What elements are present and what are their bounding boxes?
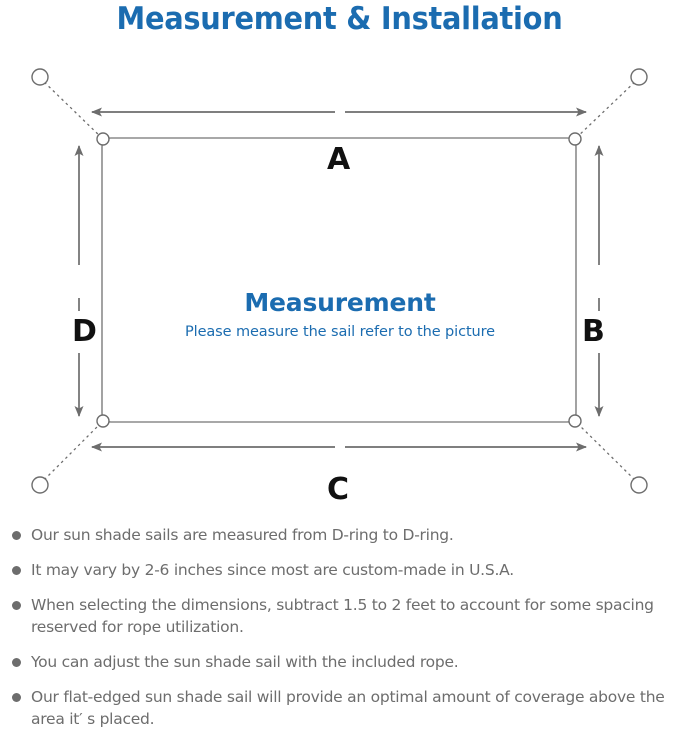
dimension-label-d: D [68, 311, 101, 353]
bullet-icon [12, 658, 21, 667]
bullet-icon [12, 693, 21, 702]
sail-center-subtitle: Please measure the sail refer to the pic… [185, 324, 495, 340]
rope-bottom-left [39, 420, 104, 485]
page-title: Measurement & Installation [116, 1, 563, 37]
list-item: Our sun shade sails are measured from D-… [0, 524, 679, 546]
list-item-text: When selecting the dimensions, subtract … [31, 596, 654, 636]
rope-bottom-right [574, 420, 640, 485]
dimension-label-c: C [318, 475, 359, 505]
list-item: When selecting the dimensions, subtract … [0, 594, 679, 638]
anchor-point-bottom-left [31, 476, 49, 494]
anchor-point-bottom-right [630, 476, 648, 494]
diagram-canvas [31, 68, 648, 494]
d-ring-top-left [96, 132, 110, 146]
rope-top-right [574, 77, 640, 140]
sail-measurement-diagram: A B C D Measurement Please measure the s… [0, 50, 679, 510]
list-item-text: Our flat-edged sun shade sail will provi… [31, 688, 665, 728]
anchor-point-top-left [31, 68, 49, 86]
rope-top-left [39, 77, 104, 140]
bullet-icon [12, 566, 21, 575]
list-item: Our flat-edged sun shade sail will provi… [0, 686, 679, 730]
d-ring-bottom-left [96, 414, 110, 428]
notes-list: Our sun shade sails are measured from D-… [0, 524, 679, 743]
d-ring-bottom-right [568, 414, 582, 428]
list-item: You can adjust the sun shade sail with t… [0, 651, 679, 673]
sail-body [101, 137, 577, 423]
list-item-text: You can adjust the sun shade sail with t… [31, 653, 459, 671]
bullet-icon [12, 601, 21, 610]
d-ring-top-right [568, 132, 582, 146]
list-item-text: Our sun shade sails are measured from D-… [31, 526, 454, 544]
dimension-label-b: B [578, 311, 609, 353]
bullet-icon [12, 531, 21, 540]
sail-center-text: Measurement Please measure the sail refe… [105, 288, 575, 343]
anchor-point-top-right [630, 68, 648, 86]
sail-center-title: Measurement [244, 288, 436, 317]
list-item: It may vary by 2-6 inches since most are… [0, 559, 679, 581]
list-item-text: It may vary by 2-6 inches since most are… [31, 561, 514, 579]
dimension-label-a: A [318, 145, 360, 175]
